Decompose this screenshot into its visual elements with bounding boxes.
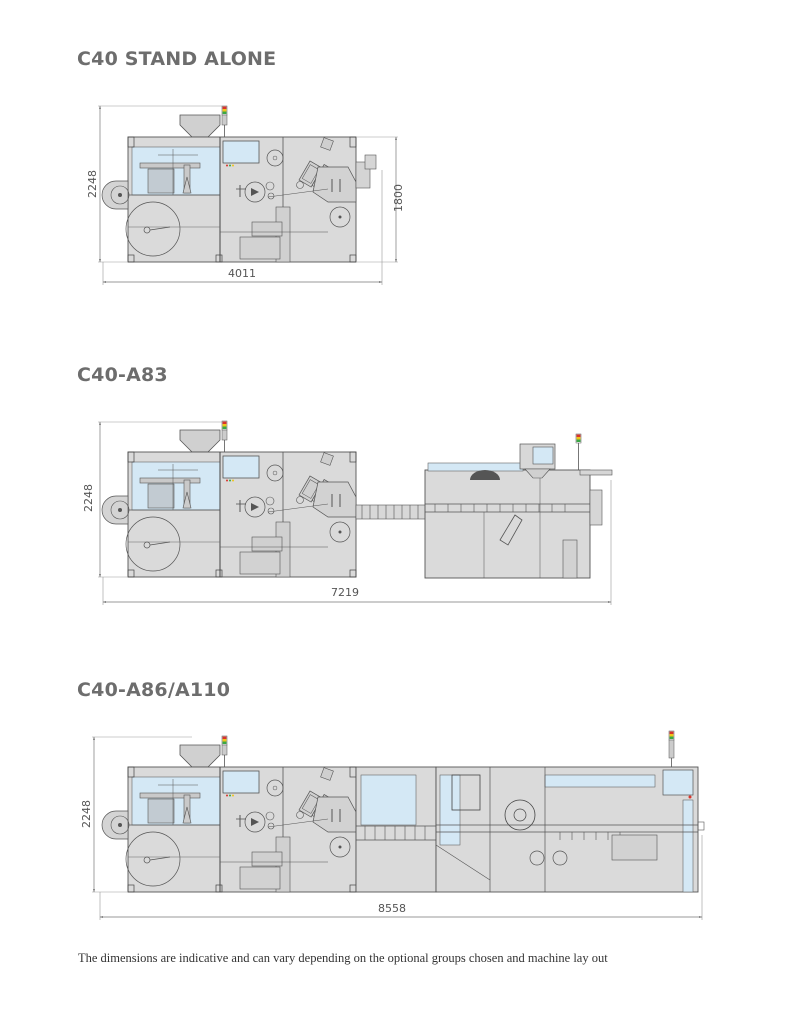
section-title-c40-a86-a110: C40-A86/A110 — [77, 679, 231, 701]
dim-length: 7219 — [331, 586, 359, 599]
dim-height-machine: 1800 — [392, 184, 405, 212]
section-title-c40-a83: C40-A83 — [77, 364, 168, 386]
dim-height-total: 2248 — [80, 800, 93, 828]
dim-length: 8558 — [378, 902, 406, 915]
dim-length: 4011 — [228, 267, 256, 280]
dim-height-total: 2248 — [82, 484, 95, 512]
dimensions-disclaimer: The dimensions are indicative and can va… — [78, 951, 608, 965]
dim-height-total: 2248 — [86, 170, 99, 198]
section-title-c40-stand-alone: C40 STAND ALONE — [77, 48, 277, 70]
